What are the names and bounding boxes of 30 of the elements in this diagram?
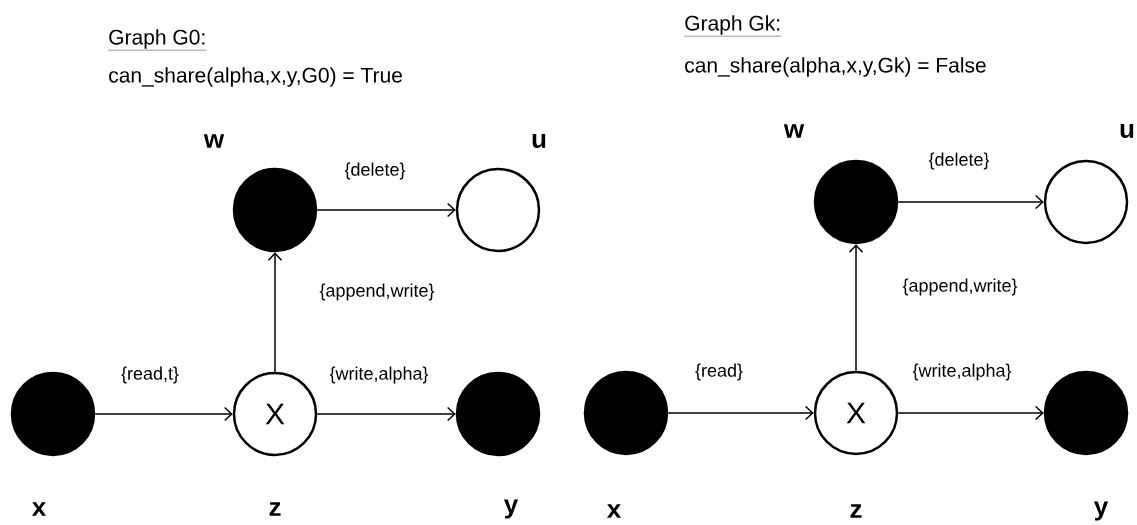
arrow [667, 405, 814, 421]
node-letter: u [532, 134, 546, 148]
node-letter: z [269, 502, 281, 516]
arrow [848, 244, 864, 372]
arrow [316, 202, 456, 218]
arrow [267, 252, 283, 373]
edge-label: {append,write} [318, 282, 436, 302]
node-letter: x [31, 502, 47, 516]
node-letter: z [850, 504, 862, 518]
edge-label: {delete} [927, 151, 991, 171]
node-letter: y [1094, 501, 1109, 521]
arrow [897, 194, 1044, 210]
edge-label: {read,t} [120, 365, 181, 385]
node-letter: w [203, 134, 225, 148]
predicate-text: can_share(alpha,x,y,Gk) = False [685, 57, 986, 77]
edge-label: {write,alpha} [328, 365, 430, 385]
edge-label: {delete} [343, 161, 407, 181]
node-letter: x [606, 504, 622, 518]
arrow [316, 406, 456, 422]
edge-label: {read} [694, 362, 745, 382]
edge-label: {write,alpha} [911, 362, 1013, 382]
edge-label: {append,write} [901, 277, 1019, 297]
predicate-text: can_share(alpha,x,y,G0) = True [109, 67, 402, 87]
node-letter: w [783, 124, 805, 138]
arrow [897, 405, 1044, 421]
graph-heading: Graph Gk: [684, 15, 782, 37]
graph-heading: Graph G0: [108, 29, 207, 51]
node-letter: y [504, 499, 519, 519]
arrow [94, 406, 233, 422]
node-letter: u [1120, 124, 1134, 138]
